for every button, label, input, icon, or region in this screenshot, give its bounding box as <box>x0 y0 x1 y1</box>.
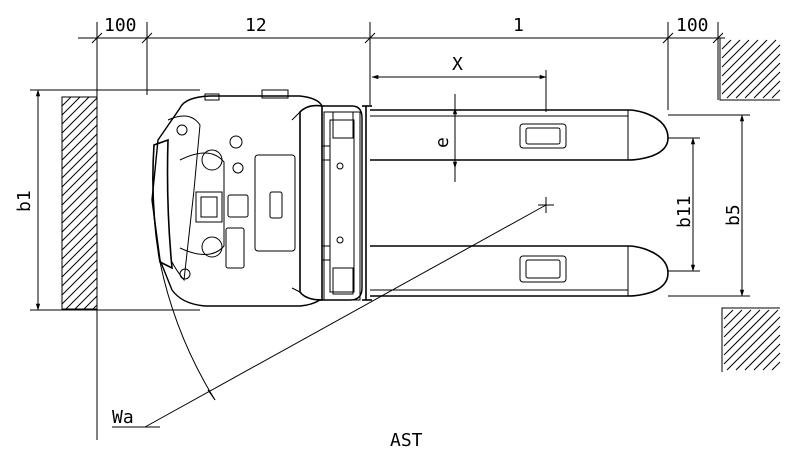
overall-width-dimension <box>30 89 200 311</box>
hatch-stroke <box>721 39 741 59</box>
top-right-wall-hatch <box>719 38 781 101</box>
hatch-stroke <box>61 241 98 278</box>
hatch-stroke <box>744 334 781 371</box>
top-dimension-line <box>78 22 725 440</box>
hatch-stroke <box>744 62 781 99</box>
fork-length-label: 1 <box>513 15 524 36</box>
hatch-stroke <box>723 309 734 320</box>
hatch-stroke <box>726 316 781 371</box>
hatch-stroke <box>61 124 98 161</box>
lower-fork <box>370 245 669 297</box>
hatch-stroke <box>771 89 781 99</box>
hatch-stroke <box>61 178 98 215</box>
hatch-stroke <box>61 96 72 107</box>
hatch-stroke <box>61 142 98 179</box>
hatch-stroke <box>721 39 777 95</box>
hatch-stroke <box>61 133 98 170</box>
hatch-stroke <box>74 286 98 310</box>
aisle-width-label: AST <box>390 430 423 450</box>
hatch-stroke <box>723 309 770 356</box>
hatch-stroke <box>61 151 98 188</box>
turning-radius-label: Wa <box>112 407 134 428</box>
hatch-stroke <box>61 196 98 233</box>
fork-outer-width-label: b5 <box>723 204 744 226</box>
hatch-stroke <box>721 39 732 50</box>
hatch-stroke <box>92 304 98 310</box>
hatch-stroke <box>61 160 98 197</box>
hatch-stroke <box>762 80 781 99</box>
hatch-stroke <box>61 96 81 116</box>
hatch-stroke <box>753 343 781 371</box>
hatch-stroke <box>753 71 781 99</box>
hatch-stroke <box>61 115 98 152</box>
rear-section-label: 12 <box>245 15 267 36</box>
upper-fork <box>370 109 669 161</box>
hatch-stroke <box>762 352 781 371</box>
hatch-stroke <box>721 39 750 68</box>
hatch-stroke <box>723 309 761 347</box>
hatch-stroke <box>723 309 752 338</box>
hatch-stroke <box>721 39 768 86</box>
fork-width-dimensions <box>668 114 750 297</box>
hatch-stroke <box>735 325 781 371</box>
load-center-dimension <box>371 70 547 112</box>
hatch-stroke <box>771 361 781 371</box>
hatch-stroke <box>61 214 98 251</box>
load-center-label: X <box>452 54 463 75</box>
fork-inner-width-label: b11 <box>674 195 695 228</box>
hatch-stroke <box>61 169 98 206</box>
turning-radius <box>112 197 554 428</box>
left-wall-hatch <box>61 96 98 310</box>
hatch-stroke <box>735 53 781 99</box>
hatch-stroke <box>83 295 98 310</box>
hatch-stroke <box>723 309 779 365</box>
hatch-stroke <box>61 96 90 125</box>
eccentric-label: e <box>432 137 453 148</box>
hatch-stroke <box>65 277 98 310</box>
left-clearance-label: 100 <box>104 15 137 36</box>
hatch-stroke <box>61 97 98 134</box>
overall-width-label: b1 <box>14 190 35 212</box>
truck-body <box>151 89 372 307</box>
hatch-stroke <box>723 309 743 329</box>
hatch-stroke <box>61 205 98 242</box>
hatch-stroke <box>61 250 98 287</box>
hatch-stroke <box>61 232 98 269</box>
right-clearance-label: 100 <box>676 15 709 36</box>
bottom-right-wall-hatch <box>721 307 781 372</box>
hatch-stroke <box>61 106 98 143</box>
hatch-stroke <box>61 259 98 296</box>
hatch-stroke <box>721 39 759 77</box>
hatch-stroke <box>61 223 98 260</box>
hatch-stroke <box>61 187 98 224</box>
hatch-stroke <box>726 44 781 99</box>
hatch-stroke <box>61 268 98 305</box>
